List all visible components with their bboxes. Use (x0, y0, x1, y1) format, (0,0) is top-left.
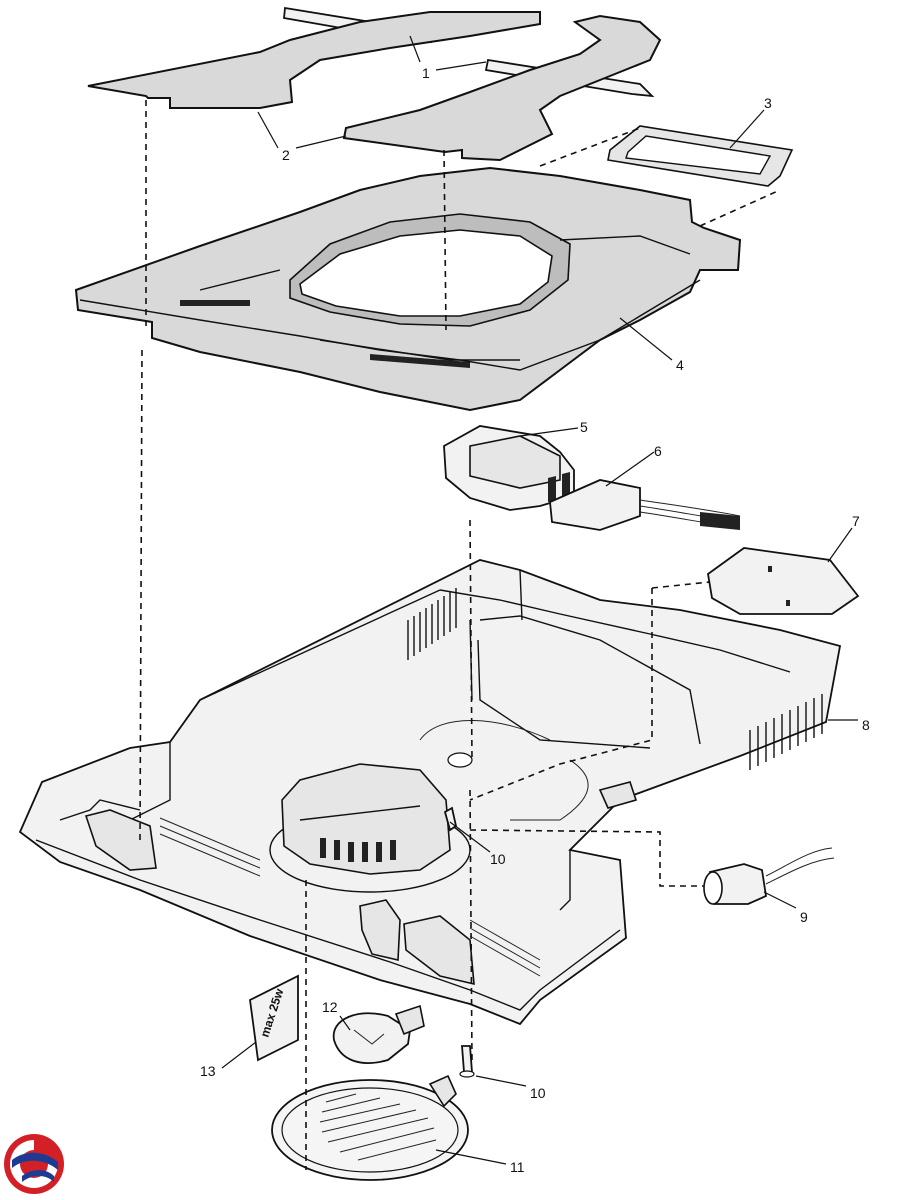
callout-9: 9 (800, 909, 808, 925)
vents-right (749, 694, 823, 770)
alignment-lines (139, 100, 781, 1170)
part-3-gasket (607, 125, 794, 187)
part-2-foam-pads (87, 11, 662, 162)
part-11-lamp-cover (271, 1074, 469, 1181)
callout-8: 8 (862, 717, 870, 733)
callout-12: 12 (322, 999, 338, 1015)
part-5-switch (443, 425, 575, 511)
callout-labels: 1 2 3 4 5 6 7 8 9 10 10 11 12 13 (200, 65, 870, 1175)
part-13-label: max 25w (249, 974, 299, 1062)
floor-vents (159, 817, 541, 977)
vents-left (407, 588, 457, 660)
callout-7: 7 (852, 513, 860, 529)
callout-1: 1 (422, 65, 430, 81)
callout-5: 5 (580, 419, 588, 435)
callout-4: 4 (676, 357, 684, 373)
part-4-foam-tray (74, 166, 742, 412)
callout-11: 11 (510, 1159, 525, 1175)
brand-logo (4, 1134, 64, 1194)
lamp-holder (269, 763, 471, 893)
part-7-cover-plate (707, 547, 860, 615)
callout-10-upper: 10 (490, 851, 506, 867)
callout-2: 2 (282, 147, 290, 163)
part-6-connector (549, 479, 741, 531)
leader-lines (221, 35, 858, 1165)
callout-6: 6 (654, 443, 662, 459)
callout-3: 3 (764, 95, 772, 111)
part-12-bulb (332, 1004, 425, 1064)
part-9-indicator (703, 847, 835, 905)
callout-10-lower: 10 (530, 1085, 546, 1101)
callout-13: 13 (200, 1063, 216, 1079)
part-8-housing (18, 559, 842, 1026)
